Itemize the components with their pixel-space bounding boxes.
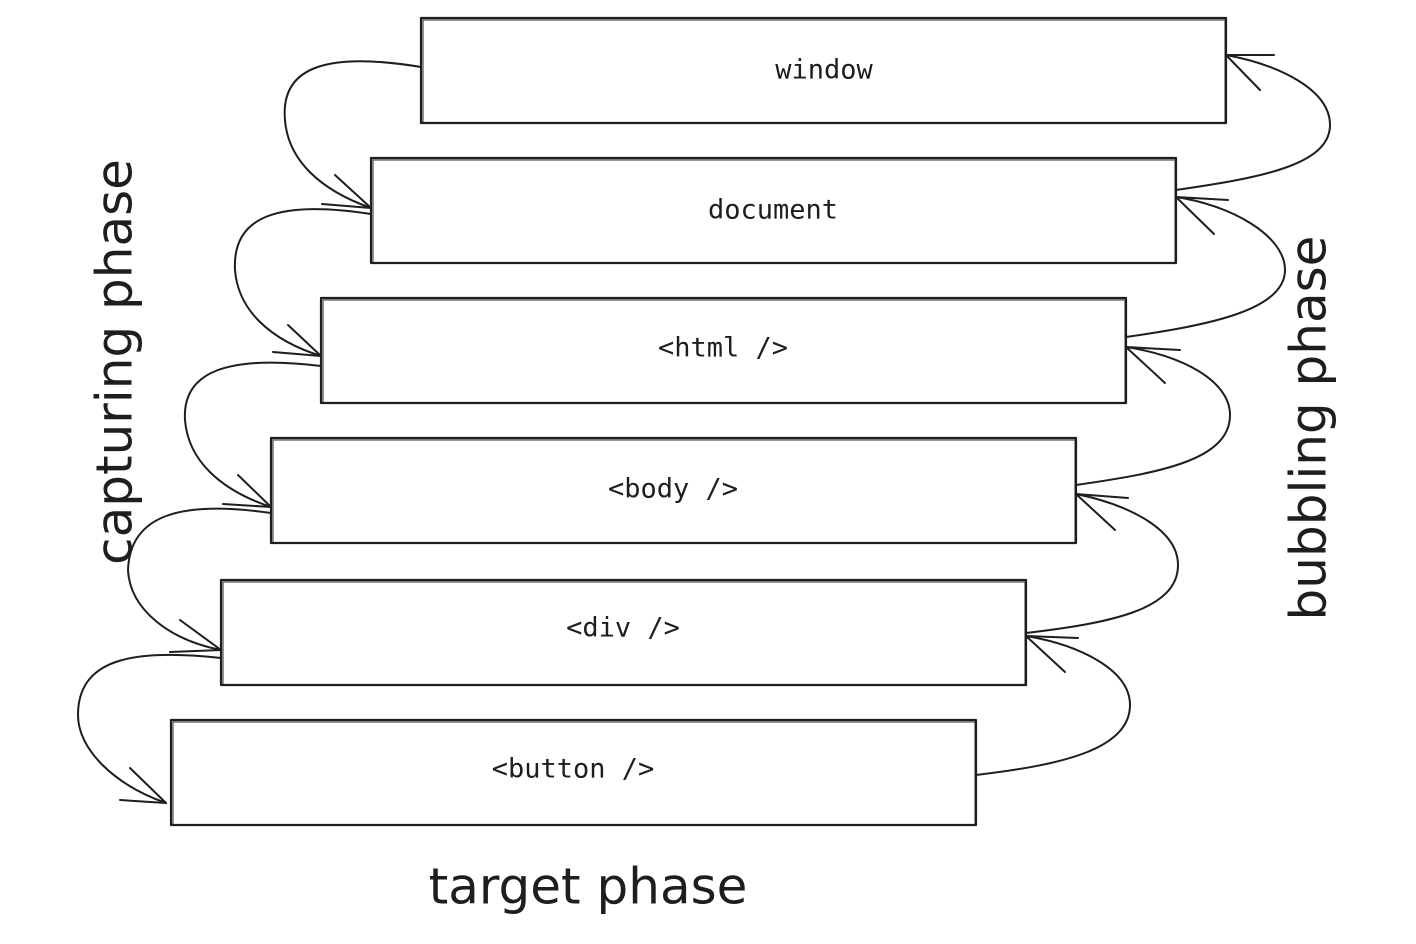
bubble-arrow-document-window — [1175, 54, 1331, 191]
bubble-arrow-button-div — [975, 635, 1131, 776]
layer-html-label: <html /> — [658, 333, 788, 364]
bubbling-arrows — [975, 54, 1331, 776]
layer-window: window — [419, 16, 1228, 125]
capture-arrowhead-window-document — [321, 174, 372, 209]
layer-document-box-sketch — [372, 159, 1176, 264]
layer-body-box-sketch — [272, 439, 1076, 544]
layer-html-box-sketch — [322, 299, 1126, 404]
layer-body: <body /> — [269, 436, 1078, 545]
layer-div: <div /> — [219, 578, 1028, 687]
layer-button: <button /> — [169, 718, 978, 827]
capture-arrowhead-div-button — [119, 767, 167, 804]
capture-arrow-div-button — [77, 653, 222, 804]
layer-html: <html /> — [319, 296, 1128, 405]
bubble-arrowhead-html-document — [1175, 196, 1229, 235]
target-phase-label: target phase — [429, 858, 748, 916]
capturing-phase-label: capturing phase — [86, 159, 144, 565]
layer-document: document — [369, 156, 1178, 265]
bubble-arrowhead-div-body — [1075, 493, 1129, 531]
bubbling-phase-label: bubbling phase — [1280, 236, 1338, 621]
layer-document-label: document — [708, 195, 838, 226]
capture-arrow-window-document — [283, 60, 422, 209]
capture-arrowhead-document-html — [272, 324, 322, 357]
layer-body-label: <body /> — [608, 474, 738, 505]
capturing-arrows — [77, 60, 422, 804]
capture-arrowhead-html-body — [222, 474, 272, 508]
layer-button-box-sketch — [172, 721, 976, 826]
capture-arrowhead-body-div — [169, 619, 222, 653]
layer-div-box-sketch — [222, 581, 1026, 686]
layer-div-label: <div /> — [566, 613, 680, 644]
capture-arrow-document-html — [233, 208, 372, 357]
layer-window-label: window — [775, 55, 873, 86]
capture-arrow-html-body — [183, 361, 322, 508]
bubble-arrow-div-body — [1025, 493, 1179, 634]
bubble-arrow-html-document — [1125, 196, 1286, 338]
bubble-arrowhead-document-window — [1225, 54, 1275, 91]
bubble-arrowhead-button-div — [1025, 635, 1079, 673]
layer-window-box-sketch — [422, 19, 1226, 124]
bubble-arrow-body-html — [1075, 346, 1231, 486]
bubble-arrowhead-body-html — [1125, 346, 1181, 384]
capture-arrow-body-div — [127, 507, 272, 651]
layer-button-label: <button /> — [492, 754, 655, 785]
